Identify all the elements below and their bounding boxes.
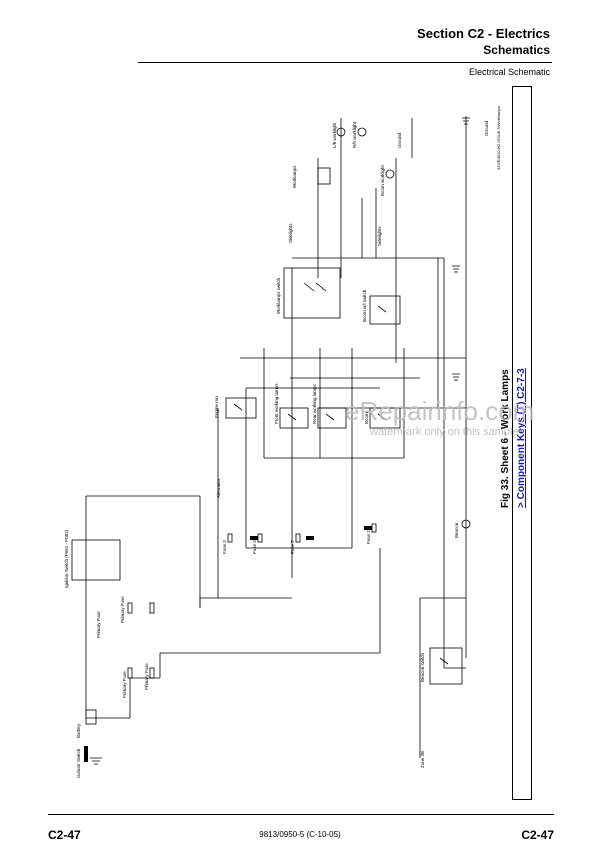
watermark-sub: watermark only on this sample: [370, 426, 519, 438]
label-rh-worklight: R/h worklight: [352, 121, 357, 148]
header-divider: [138, 62, 552, 63]
electrical-schematic: Ground L/h worklight R/h worklight Groun…: [64, 116, 489, 778]
label-zone: Zone 3B: [420, 751, 425, 768]
page-number-left: C2-47: [48, 828, 81, 842]
watermark-main: eRepairinfo.com: [345, 396, 535, 426]
label-worklamps-switch: Worklamps switch: [276, 277, 281, 314]
label-front-worklamps: Front working lamps: [274, 383, 279, 424]
label-battery: Battery: [76, 723, 81, 738]
label-rear-worklamps: Rear working lamps: [312, 383, 317, 424]
figure-side-panel: [512, 86, 532, 800]
label-isolator-switch: Isolator Switch: [76, 748, 81, 778]
label-sidelights: Sidelights: [288, 223, 293, 243]
label-sidelights-2: Sidelights: [377, 226, 382, 246]
label-engine-run: Engine run: [214, 396, 219, 418]
label-boom-light-switch: Boom w/l switch: [362, 289, 367, 322]
label-worklamps-relay: Worklamps: [292, 165, 297, 188]
component-keys-link[interactable]: > Component Keys (T) C2-7-3: [516, 368, 527, 508]
label-primary-fuse-4: Primary Fuse: [144, 663, 149, 690]
label-primary-fuse-3: Primary Fuse: [122, 671, 127, 698]
label-fuse-block-3: Fuse 2: [290, 540, 295, 554]
label-boom-worklight: Boom worklight: [380, 164, 385, 196]
document-number: 9813/0950-5 (C-10-05): [259, 830, 341, 839]
label-boom-relay: Boom: [364, 412, 369, 424]
footer-divider: [48, 814, 554, 815]
label-beacon: Beacon: [454, 522, 459, 538]
drawing-code: 332/R4010.8/2 ISSUE 5/Worklamps: [496, 106, 501, 170]
label-fuse-block-1: Fuse 3: [222, 540, 227, 554]
page-number-right: C2-47: [521, 828, 554, 842]
label-fuse-block-2: Fuse 3: [252, 540, 257, 554]
label-ignition-switch: Ignition Switch (P081 - P082): [64, 529, 69, 588]
label-alternator: Alternator: [216, 478, 221, 498]
document-label: Electrical Schematic: [468, 67, 550, 77]
section-subtitle: Schematics: [483, 43, 550, 57]
label-fuse-block-4: Fuse 2: [366, 530, 371, 544]
label-lh-worklight: L/h worklight: [332, 122, 337, 148]
label-primary-fuse-2: Primary Fuse: [120, 596, 125, 623]
section-title: Section C2 - Electrics: [417, 26, 550, 41]
figure-caption: Fig 33. Sheet 6 - Work Lamps: [500, 369, 511, 508]
label-ground-top: Ground: [484, 120, 489, 136]
label-ground-2: Ground: [397, 132, 402, 148]
label-beacon-switch: Beacon switch: [420, 652, 425, 682]
label-primary-fuse-1: Primary Fuse: [96, 611, 101, 638]
